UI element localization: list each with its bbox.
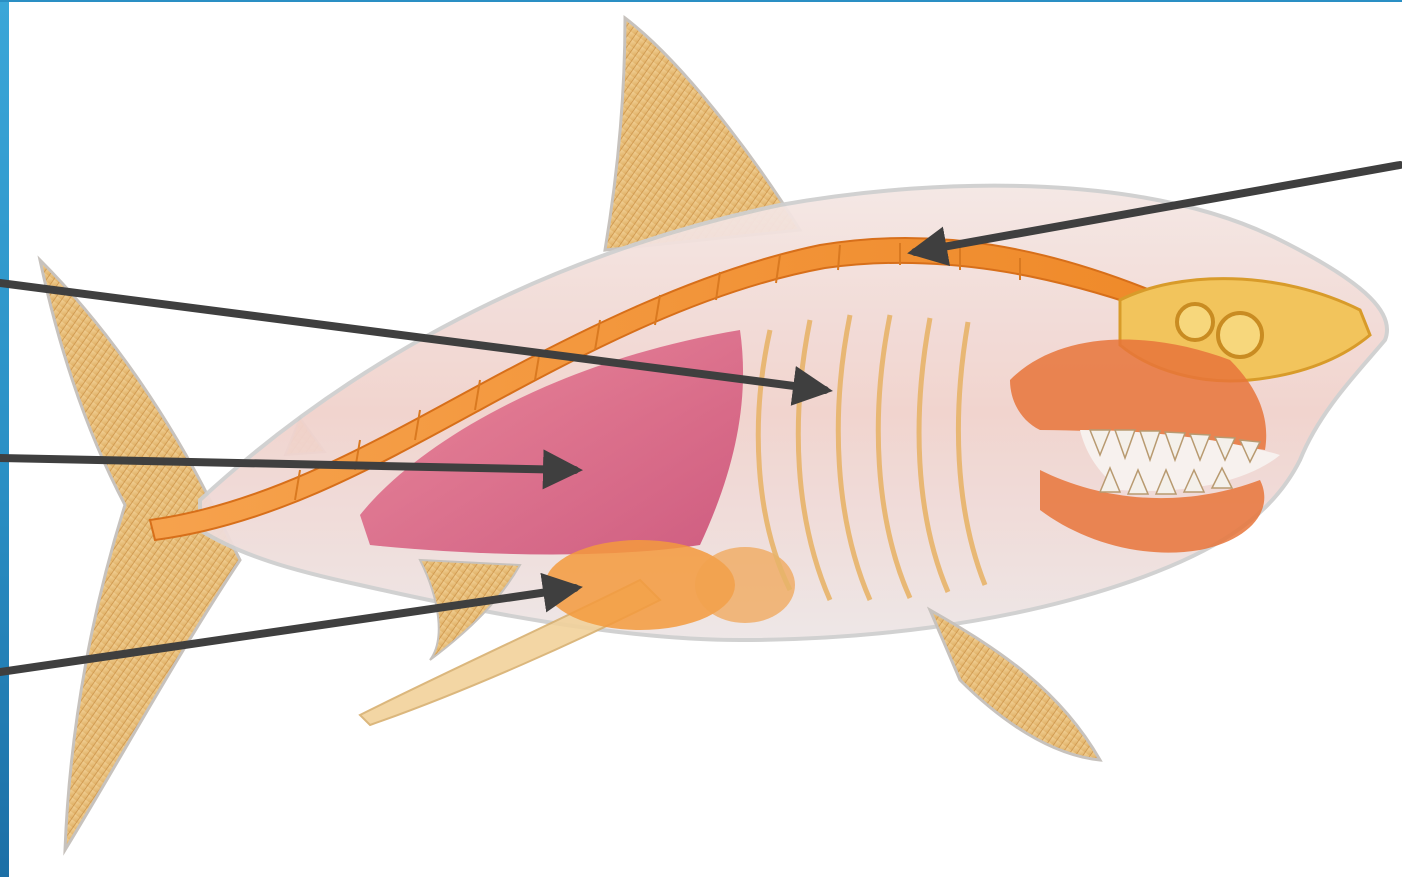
eye-socket <box>1218 313 1262 357</box>
nasal-capsule <box>1177 304 1213 340</box>
pectoral-fin <box>930 610 1100 760</box>
stomach <box>695 547 795 623</box>
tail-fin <box>40 260 240 850</box>
